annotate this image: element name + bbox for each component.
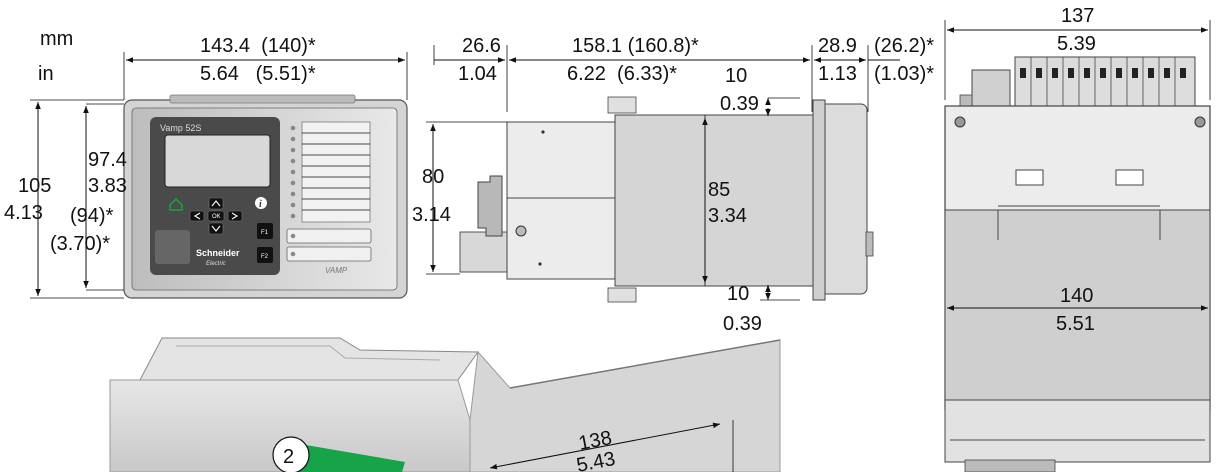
side-depth-rear-mm: 28.9 xyxy=(818,35,857,57)
rear-width-top-in: 5.39 xyxy=(1057,33,1096,55)
front-width-mm: 143.4 (140)* xyxy=(200,35,316,57)
side-body-mid xyxy=(614,114,814,287)
info-key-label: i xyxy=(259,199,262,210)
callout-number: 2 xyxy=(283,446,294,468)
brand-sub-label: Electric xyxy=(206,261,226,267)
side-height-body-in: 3.34 xyxy=(708,205,747,227)
side-gap-top-in: 0.39 xyxy=(720,93,759,115)
key-f1 xyxy=(257,223,273,239)
key-ok-label: OK xyxy=(212,214,221,220)
side-gap-bottom-mm: 10 xyxy=(727,283,749,305)
key-up xyxy=(208,197,224,210)
side-gap-bottom-in: 0.39 xyxy=(723,313,762,335)
key-ok xyxy=(207,210,225,222)
front-height-alt-mm: (94)* xyxy=(70,205,114,227)
units-legend: mm in xyxy=(38,28,73,85)
side-depth-front-in: 1.04 xyxy=(458,63,497,85)
key-right xyxy=(227,210,243,222)
device-model-label: Vamp 52S xyxy=(160,123,201,133)
front-height-total-mm: 105 xyxy=(18,175,51,197)
key-down xyxy=(208,222,224,235)
key-left xyxy=(189,210,205,222)
function-key-labels xyxy=(286,228,372,262)
side-front-bezel xyxy=(812,99,826,301)
side-front-panel xyxy=(824,103,868,295)
side-body-left xyxy=(506,121,616,280)
front-height-total-in: 4.13 xyxy=(4,202,43,224)
label-strip xyxy=(301,121,371,223)
front-height-alt-in: (3.70)* xyxy=(50,233,110,255)
rear-aux-terminal xyxy=(971,69,1011,107)
led-column xyxy=(290,125,296,219)
side-view: 26.6 1.04 158.1 (160.8)* 6.22 (6.33)* 28… xyxy=(412,35,934,335)
front-height-inner-in: 3.83 xyxy=(88,175,127,197)
key-f2-label: F2 xyxy=(261,254,269,260)
rear-bottom-plate xyxy=(944,399,1211,463)
rear-width-mid-mm: 140 xyxy=(1060,285,1093,307)
mounting-frame-top xyxy=(139,337,479,381)
vamp-logo: VAMP xyxy=(325,266,348,275)
key-f1-label: F1 xyxy=(261,230,269,236)
side-depth-rear-in: 1.13 xyxy=(818,63,857,85)
rear-view: 137 5.39 xyxy=(944,5,1211,472)
unit-in-label: in xyxy=(38,63,54,85)
callout-circle xyxy=(272,436,310,472)
side-gap-top-mm: 10 xyxy=(725,65,747,87)
rear-terminal-block xyxy=(1014,56,1196,108)
brand-label: Schneider xyxy=(196,248,240,258)
side-depth-front-mm: 26.6 xyxy=(462,35,501,57)
side-depth-mid-in: 6.22 (6.33)* xyxy=(567,63,677,85)
lcd-display xyxy=(164,134,271,188)
rear-width-top-mm: 137 xyxy=(1061,5,1094,27)
side-depth-mid-mm: 158.1 (160.8)* xyxy=(572,35,699,57)
side-rear-connector xyxy=(459,231,511,273)
side-height-body-mm: 85 xyxy=(708,179,730,201)
key-f2 xyxy=(257,247,273,263)
front-width-in: 5.64 (5.51)* xyxy=(200,63,316,85)
info-icon xyxy=(255,197,267,209)
side-height-left-mm: 80 xyxy=(422,166,444,188)
green-strap xyxy=(296,444,405,472)
unit-mm-label: mm xyxy=(40,28,73,50)
rear-mounting-bracket xyxy=(944,209,1211,401)
front-blank-cover xyxy=(155,230,190,264)
side-depth-rear-alt-in: (1.03)* xyxy=(874,63,934,85)
front-view: 143.4 (140)* 5.64 (5.51)* Vamp 52S OK i … xyxy=(4,35,408,299)
front-height-inner-mm: 97.4 xyxy=(88,149,127,171)
side-height-left-in: 3.14 xyxy=(412,204,451,226)
mounting-view: 2 138 5.43 xyxy=(109,337,781,472)
side-depth-rear-alt-mm: (26.2)* xyxy=(874,35,934,57)
side-terminal-block xyxy=(477,175,503,237)
rear-width-mid-in: 5.51 xyxy=(1056,313,1095,335)
home-icon xyxy=(169,197,183,211)
mounting-panel xyxy=(469,339,781,472)
